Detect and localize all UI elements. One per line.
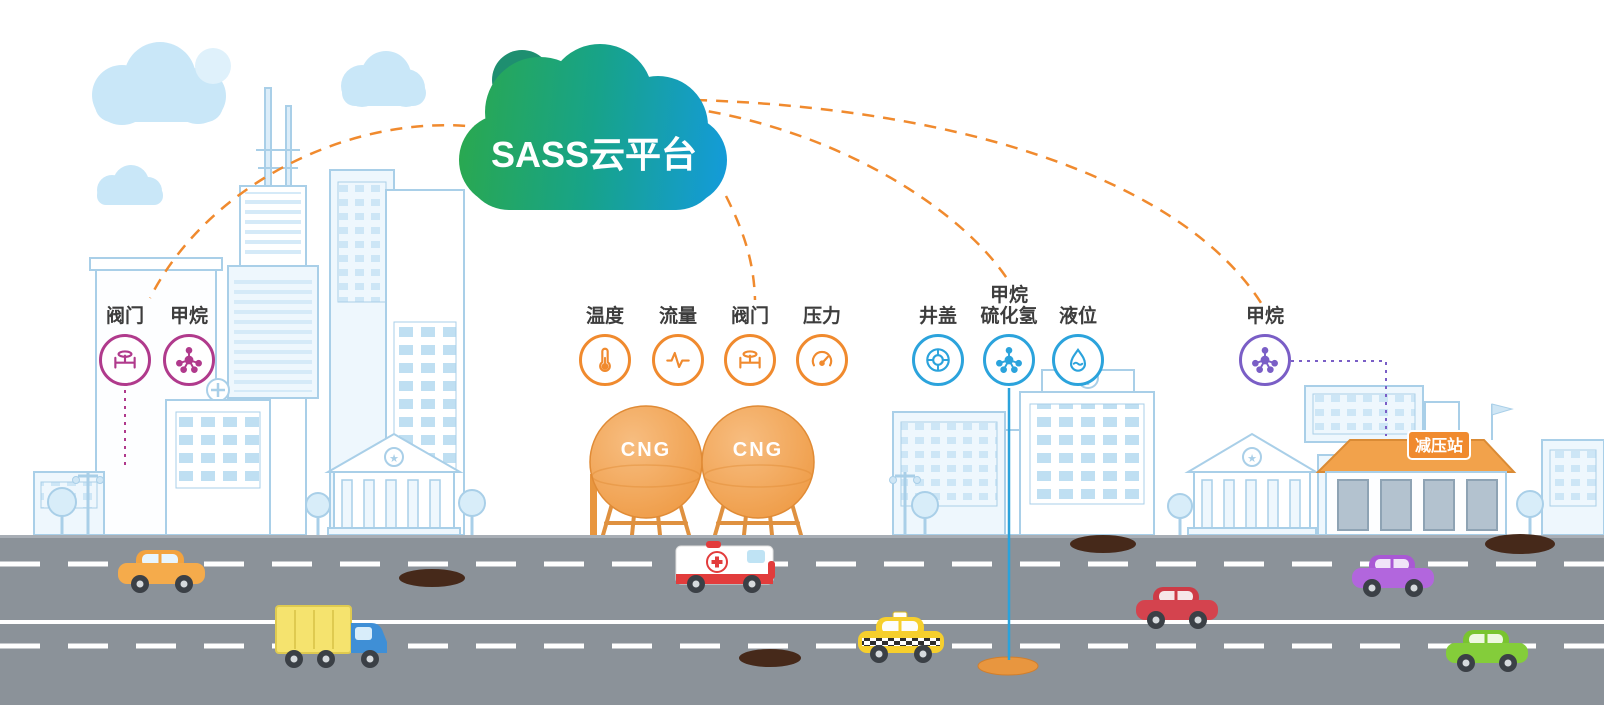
tank-legs bbox=[590, 474, 803, 537]
station-door bbox=[1380, 479, 1412, 531]
sensor-label: 甲烷 bbox=[169, 306, 208, 327]
sensor-label: 甲烷 bbox=[1245, 306, 1284, 327]
manhole-cover bbox=[739, 649, 801, 667]
hospital-building bbox=[165, 378, 271, 536]
hospital-building-right bbox=[1019, 367, 1155, 536]
sensor-label: 压力 bbox=[802, 306, 841, 327]
cloud-link-manhole bbox=[687, 106, 1012, 284]
methane-molecule-icon bbox=[163, 334, 215, 386]
background-cloud bbox=[92, 42, 231, 125]
manhole-cover-icon bbox=[912, 334, 964, 386]
bank-star-icon: ★ bbox=[389, 453, 399, 465]
sensor-cng-valve: 阀门 bbox=[710, 306, 790, 386]
taxi-checker-band bbox=[862, 638, 940, 646]
tree bbox=[47, 487, 77, 535]
sensor-link-station bbox=[1291, 360, 1387, 436]
sensor-label: 流量 bbox=[658, 306, 697, 327]
cloud-link-city bbox=[148, 123, 487, 299]
sensor-station-methane: 甲烷 bbox=[1225, 306, 1305, 386]
sensor-label: 温度 bbox=[585, 306, 624, 327]
manhole-cover bbox=[399, 569, 465, 587]
methane-molecule-icon bbox=[1239, 334, 1291, 386]
street-lamp bbox=[889, 472, 921, 535]
station-sign: 减压站 bbox=[1407, 430, 1471, 460]
valve-icon bbox=[724, 334, 776, 386]
bank-star-icon: ★ bbox=[1247, 453, 1257, 465]
vehicle-car-green bbox=[1446, 630, 1528, 672]
office-tower bbox=[227, 185, 319, 536]
sensor-label: 井盖 bbox=[918, 306, 957, 327]
manhole-cover bbox=[1485, 534, 1555, 554]
street-lamp bbox=[72, 472, 104, 535]
cng-tank-farm: CNG CNG bbox=[589, 405, 815, 537]
pressure-reduction-station: 减压站 bbox=[1304, 385, 1517, 536]
tank-label: CNG bbox=[733, 439, 783, 461]
station-door bbox=[1423, 479, 1455, 531]
vehicle-truck bbox=[275, 605, 387, 668]
cng-tank-2: CNG bbox=[701, 405, 815, 519]
bank-building-right: ★ bbox=[1184, 432, 1320, 536]
sensor-cng-pressure: 压力 bbox=[782, 306, 862, 386]
sensor-label: 阀门 bbox=[105, 306, 144, 327]
vehicle-taxi bbox=[858, 611, 944, 663]
tree bbox=[305, 492, 331, 535]
station-door bbox=[1337, 479, 1369, 531]
tree bbox=[911, 491, 939, 535]
sensor-city-methane: 甲烷 bbox=[149, 306, 229, 386]
background-cloud bbox=[97, 165, 163, 205]
vehicle-car-purple bbox=[1352, 555, 1434, 597]
vehicle-car-red bbox=[1136, 587, 1218, 629]
valve-icon bbox=[99, 334, 151, 386]
liquid-level-icon bbox=[1052, 334, 1104, 386]
sass-cloud: SASS云平台 bbox=[459, 44, 727, 210]
vehicle-ambulance bbox=[675, 541, 775, 593]
cng-tank-1: CNG bbox=[589, 405, 703, 519]
sensor-cng-flow: 流量 bbox=[638, 306, 718, 386]
tank-label: CNG bbox=[621, 439, 671, 461]
sensor-manhole-cover: 井盖 bbox=[898, 306, 978, 386]
station-door bbox=[1466, 479, 1498, 531]
gas-molecule-icon bbox=[983, 334, 1035, 386]
sensor-manhole-level: 液位 bbox=[1038, 306, 1118, 386]
sensor-manhole-gas: 甲烷 硫化氢 bbox=[969, 285, 1049, 386]
sensor-label: 液位 bbox=[1058, 306, 1097, 327]
sensor-label: 甲烷 硫化氢 bbox=[980, 285, 1037, 327]
cloud-link-station bbox=[694, 98, 1265, 307]
sensor-city-valve: 阀门 bbox=[85, 306, 165, 386]
manhole-cover bbox=[1070, 535, 1136, 553]
thermometer-icon bbox=[579, 334, 631, 386]
apartment-building bbox=[892, 411, 1006, 536]
far-right-building bbox=[1541, 439, 1604, 536]
vehicle-car-orange bbox=[118, 550, 205, 593]
sensor-label-line2: 硫化氢 bbox=[980, 306, 1038, 327]
bank-building: ★ bbox=[324, 432, 464, 536]
tree bbox=[1516, 490, 1544, 535]
tower-antennas bbox=[256, 87, 300, 189]
background-cloud bbox=[341, 51, 426, 107]
flow-wave-icon bbox=[652, 334, 704, 386]
connection-lines bbox=[124, 98, 1387, 660]
sensor-label-line1: 甲烷 bbox=[989, 285, 1028, 306]
tree bbox=[458, 489, 486, 535]
sensor-label: 阀门 bbox=[730, 306, 769, 327]
city-skyline-left: ★ bbox=[33, 87, 486, 536]
station-sign-label: 减压站 bbox=[1415, 436, 1463, 455]
cloud-link-cng bbox=[724, 195, 757, 301]
cloud-title: SASS云平台 bbox=[491, 134, 697, 175]
flag bbox=[1491, 403, 1514, 440]
pressure-gauge-icon bbox=[796, 334, 848, 386]
sensor-cng-temperature: 温度 bbox=[565, 306, 645, 386]
tree bbox=[1167, 493, 1193, 535]
road bbox=[0, 535, 1604, 705]
